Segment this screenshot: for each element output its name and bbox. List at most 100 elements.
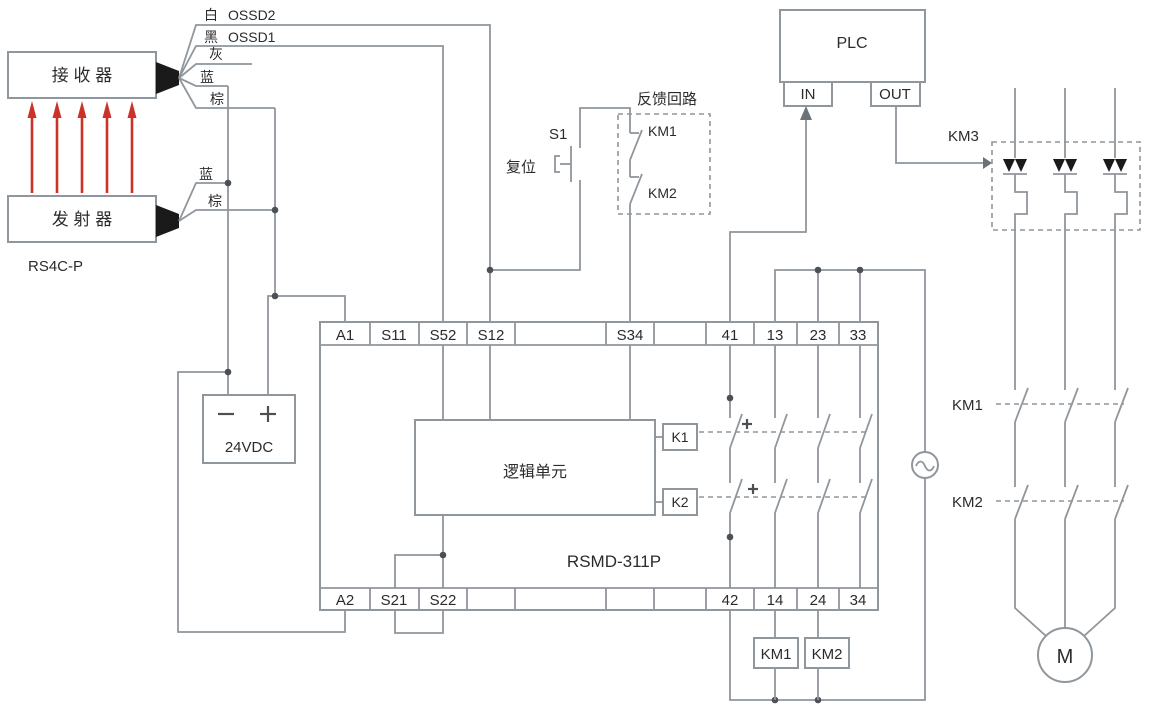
junction-dot — [726, 533, 734, 541]
km3-solid-state-contactor: KM3 — [948, 88, 1141, 390]
no-contact-km2 — [1014, 484, 1029, 520]
km1-coil-box — [753, 637, 799, 669]
terminal-23: 23 — [810, 327, 827, 344]
plc-box — [779, 9, 926, 83]
beam-arrowhead-icon — [127, 101, 137, 118]
receiver-label: 接 收 器 — [52, 66, 112, 85]
junction-dot — [439, 551, 447, 559]
wire-gray — [178, 63, 252, 79]
terminal-33: 33 — [850, 327, 867, 344]
motor: M — [1014, 519, 1116, 683]
junction-dot — [856, 266, 864, 274]
no-contact-km2 — [1064, 484, 1079, 520]
motor-lead-right — [1083, 519, 1116, 637]
arrowhead-icon — [800, 106, 812, 120]
s1-label: S1 — [549, 126, 567, 143]
km3-label: KM3 — [948, 128, 979, 145]
km2-coil-box — [804, 637, 850, 669]
wire-a1-feed — [267, 295, 346, 395]
light-curtain: 接 收 器 发 射 器 RS4C-P — [7, 51, 179, 275]
arrowhead-icon — [983, 157, 992, 169]
power-label: 24VDC — [225, 439, 274, 456]
reset-label: 复位 — [506, 158, 536, 176]
wire-blue-receiver — [178, 77, 228, 87]
contact-column-41-42 — [726, 345, 743, 588]
wire-reset-to-feedback — [579, 107, 631, 148]
k2-label: K2 — [671, 494, 688, 510]
contact-column-13-14 — [774, 345, 788, 588]
feedback-title: 反馈回路 — [637, 91, 697, 108]
feedback-km1-label: KM1 — [648, 123, 677, 139]
beam-arrowhead-icon — [77, 101, 87, 118]
wire-common-return — [729, 478, 926, 701]
plc-out-label: OUT — [879, 86, 911, 103]
no-contact-km1 — [1064, 387, 1079, 423]
relay-outline — [319, 321, 879, 611]
jumper-s21-s22 — [394, 610, 444, 634]
terminal-s21: S21 — [381, 592, 408, 609]
thyristor-icon — [1053, 159, 1065, 172]
km3-box — [991, 141, 1141, 231]
junction-dot — [814, 266, 822, 274]
km1-row-label: KM1 — [952, 397, 983, 414]
receiver-connector — [156, 62, 179, 94]
nc-contact-km1 — [629, 129, 643, 161]
km3-phase-2 — [1053, 88, 1078, 390]
wire-supply-bus — [774, 269, 926, 452]
feedback-box — [617, 113, 711, 215]
beam-arrowhead-icon — [27, 101, 37, 118]
wire-label-white: 白 — [204, 7, 218, 23]
no-contact-km1 — [1014, 387, 1029, 423]
safety-relay: A1 S11 S52 S12 S34 41 13 23 33 A2 S21 S2… — [319, 321, 879, 634]
terminal-34: 34 — [850, 592, 867, 609]
relay-model-label: RSMD-311P — [567, 552, 661, 571]
wire-blue-transmitter — [178, 182, 228, 222]
wire-label-brown-tx: 棕 — [208, 193, 222, 209]
beam-arrowhead-icon — [52, 101, 62, 118]
light-beams — [27, 101, 137, 193]
motor-lead-left — [1014, 519, 1047, 637]
logic-unit-label: 逻辑单元 — [503, 463, 567, 481]
forced-guided-cross-icon — [742, 419, 758, 494]
power-supply: 24VDC — [177, 292, 346, 633]
terminal-s22: S22 — [430, 592, 457, 609]
wire-logic-s21 — [394, 554, 443, 588]
terminal-dividers-top — [369, 322, 840, 345]
reset-circuit: 复位 S1 — [486, 107, 631, 274]
contact-column-33-34 — [859, 345, 873, 588]
km3-phase-3 — [1103, 88, 1128, 390]
reset-button-cap — [554, 155, 560, 173]
junction-dot — [224, 368, 232, 376]
no-contact-km2 — [1114, 484, 1129, 520]
ossd2-label: OSSD2 — [228, 7, 276, 23]
sine-icon — [915, 460, 935, 472]
plc: PLC IN OUT — [729, 9, 992, 322]
power-supply-box — [202, 394, 296, 464]
no-contact-km1 — [1114, 387, 1129, 423]
motor-circle — [1037, 627, 1093, 683]
terminal-a2: A2 — [336, 592, 354, 609]
curtain-wiring: 白 OSSD2 黑 OSSD1 灰 蓝 棕 蓝 棕 — [178, 7, 491, 395]
reset-switch — [554, 146, 572, 182]
terminal-42: 42 — [722, 592, 739, 609]
thyristor-icon — [1003, 159, 1015, 172]
ac-source — [911, 451, 939, 479]
wire-ossd1 — [178, 45, 444, 322]
logic-unit-box — [414, 419, 656, 516]
terminal-s52: S52 — [430, 327, 457, 344]
supply-circuit: KM1 KM2 — [729, 266, 939, 704]
km1-contact-row: KM1 — [952, 387, 1129, 487]
wire-ossd2 — [178, 24, 491, 322]
thyristor-icon — [1103, 159, 1115, 172]
plc-title: PLC — [836, 35, 867, 52]
wire-41-to-plc-in — [729, 112, 807, 322]
motor-label: M — [1057, 646, 1074, 668]
terminal-s11: S11 — [381, 327, 407, 344]
wire-plc-out-to-km3 — [895, 106, 983, 164]
junction-dot — [224, 179, 232, 187]
transmitter-box — [7, 195, 157, 243]
km2-row-label: KM2 — [952, 494, 983, 511]
thyristor-icon — [1065, 159, 1077, 172]
